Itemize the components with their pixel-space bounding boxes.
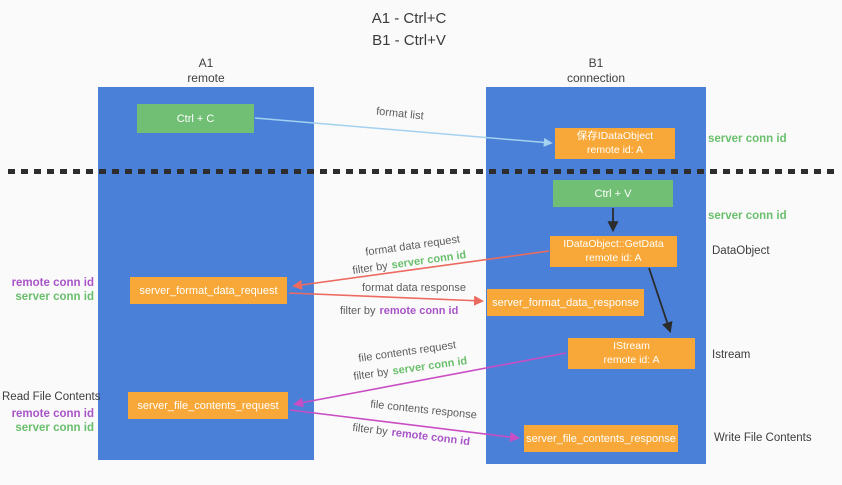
- node-save-dataobject-line2: remote id: A: [586, 143, 644, 156]
- node-ctrl-v: Ctrl + V: [553, 180, 673, 207]
- right-label-istream: Istream: [712, 349, 751, 361]
- right-label-write-file-contents: Write File Contents: [714, 432, 812, 444]
- node-file-response-label: server_file_contents_response: [526, 432, 676, 445]
- title-line-1: A1 - Ctrl+C: [371, 10, 447, 27]
- left-label-read-file-contents: Read File Contents: [2, 391, 101, 403]
- label-file-contents-response: file contents response: [369, 398, 478, 422]
- arrow-format-data-response: [288, 292, 484, 306]
- filter-by-text: filter by: [351, 260, 389, 277]
- node-save-dataobject-line1: 保存IDataObject: [576, 130, 654, 142]
- node-istream-line2: remote id: A: [603, 353, 660, 366]
- lane-b1-subtitle: connection: [566, 71, 626, 85]
- node-format-request-label: server_format_data_request: [139, 284, 278, 297]
- title-line-2: B1 - Ctrl+V: [372, 32, 446, 49]
- phase-separator-dotted-line: [8, 169, 836, 174]
- node-istream-line1: IStream: [613, 340, 650, 352]
- node-save-dataobject: 保存IDataObject remote id: A: [555, 128, 675, 159]
- lane-a1-header: A1 remote: [98, 56, 314, 86]
- left-label-server-conn-id-2: server conn id: [15, 422, 94, 434]
- remote-conn-id-text: remote conn id: [390, 426, 471, 449]
- node-file-request-label: server_file_contents_request: [137, 399, 279, 412]
- lane-a1-name: A1: [198, 56, 214, 70]
- label-format-list: format list: [375, 105, 425, 123]
- filter-by-text: filter by: [340, 305, 376, 317]
- left-label-group-format: remote conn id server conn id: [2, 276, 94, 304]
- node-getdata-line1: IDataObject::GetData: [563, 238, 664, 250]
- node-idataobject-getdata: IDataObject::GetData remote id: A: [550, 236, 677, 267]
- node-istream: IStream remote id: A: [568, 338, 695, 369]
- right-label-server-conn-id-mid: server conn id: [708, 210, 787, 222]
- lane-a1-subtitle: remote: [187, 71, 225, 85]
- left-label-remote-conn-id-2: remote conn id: [11, 408, 94, 420]
- right-label-dataobject: DataObject: [712, 245, 770, 257]
- label-format-data-response: format data response: [362, 282, 466, 294]
- diagram-title: A1 - Ctrl+C B1 - Ctrl+V: [0, 8, 818, 52]
- filter-by-text: filter by: [351, 421, 389, 439]
- left-label-group-file: remote conn id server conn id: [2, 407, 94, 435]
- right-label-server-conn-id-top: server conn id: [708, 133, 787, 145]
- node-server-format-data-response: server_format_data_response: [487, 289, 644, 316]
- node-server-file-contents-response: server_file_contents_response: [524, 425, 678, 452]
- lane-b1-name: B1: [588, 56, 604, 70]
- node-ctrl-c-label: Ctrl + C: [176, 112, 215, 125]
- node-ctrl-c: Ctrl + C: [137, 104, 254, 133]
- node-ctrl-v-label: Ctrl + V: [594, 187, 632, 200]
- node-server-file-contents-request: server_file_contents_request: [128, 392, 288, 419]
- remote-conn-id-text: remote conn id: [379, 305, 459, 317]
- left-label-server-conn-id-1: server conn id: [15, 291, 94, 303]
- node-getdata-line2: remote id: A: [585, 251, 642, 264]
- node-server-format-data-request: server_format_data_request: [130, 277, 287, 304]
- node-format-response-label: server_format_data_response: [492, 296, 639, 309]
- filter-by-text: filter by: [352, 366, 390, 383]
- lane-b1-header: B1 connection: [486, 56, 706, 86]
- left-label-remote-conn-id-1: remote conn id: [11, 277, 94, 289]
